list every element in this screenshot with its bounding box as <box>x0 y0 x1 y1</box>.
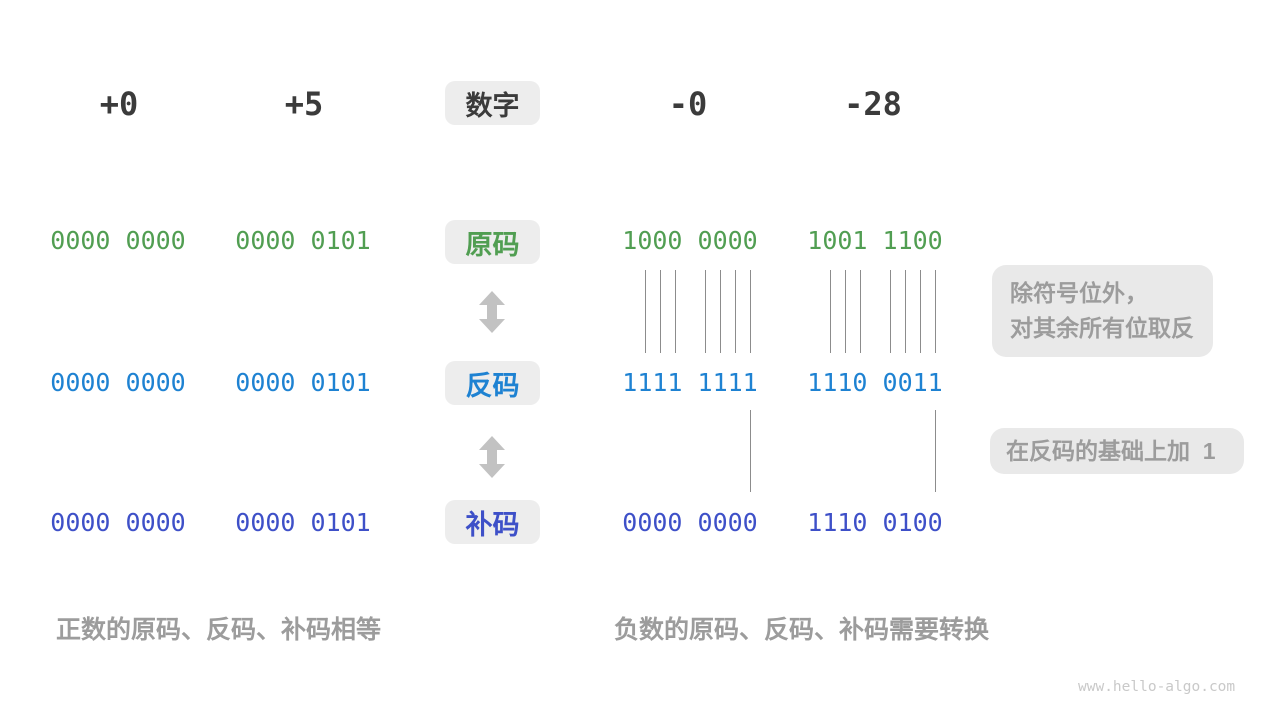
ones-complement-badge-label: 反码 <box>465 370 520 401</box>
note-line: 除符号位外， <box>1010 280 1148 306</box>
binary-value: 1000 0000 <box>622 226 758 255</box>
twos-complement-badge-label: 补码 <box>465 509 520 540</box>
binary-value: 0000 0000 <box>50 508 186 537</box>
caption-negative-numbers: 负数的原码、反码、补码需要转换 <box>614 616 990 644</box>
bit-line <box>860 270 861 353</box>
binary-value: 0000 0101 <box>235 226 371 255</box>
header-number-pos-zero: +0 <box>99 85 139 123</box>
bit-line <box>935 270 936 353</box>
binary-value: 0000 0000 <box>50 368 186 397</box>
binary-value: 0000 0000 <box>50 226 186 255</box>
bit-line <box>750 410 751 492</box>
bit-line <box>935 410 936 492</box>
caption-positive-numbers: 正数的原码、反码、补码相等 <box>56 616 382 644</box>
bit-line <box>830 270 831 353</box>
bit-line <box>920 270 921 353</box>
updown-arrow-icon <box>479 291 505 333</box>
bit-line <box>720 270 721 353</box>
bit-line <box>675 270 676 353</box>
number-badge: 数字 <box>445 81 540 125</box>
note-invert-bits: 除符号位外， 对其余所有位取反 <box>992 265 1213 357</box>
binary-value: 0000 0000 <box>622 508 758 537</box>
sign-magnitude-badge-label: 原码 <box>465 229 520 260</box>
bit-line <box>845 270 846 353</box>
bit-line <box>905 270 906 353</box>
twos-complement-badge: 补码 <box>445 500 540 544</box>
bit-line <box>645 270 646 353</box>
binary-value: 1111 1111 <box>622 368 758 397</box>
bit-line <box>660 270 661 353</box>
bit-line <box>890 270 891 353</box>
binary-value: 1110 0100 <box>807 508 943 537</box>
ones-complement-badge: 反码 <box>445 361 540 405</box>
number-badge-label: 数字 <box>465 90 520 121</box>
binary-value: 1110 0011 <box>807 368 943 397</box>
binary-value: 1001 1100 <box>807 226 943 255</box>
binary-value: 0000 0101 <box>235 508 371 537</box>
note-add-one: 在反码的基础上加 1 <box>990 428 1244 474</box>
binary-value: 0000 0101 <box>235 368 371 397</box>
header-number-neg-zero: -0 <box>668 85 708 123</box>
sign-magnitude-badge: 原码 <box>445 220 540 264</box>
watermark: www.hello-algo.com <box>1078 679 1236 695</box>
bit-line <box>750 270 751 353</box>
header-number-neg-28: -28 <box>844 85 902 123</box>
bit-line <box>735 270 736 353</box>
note-line: 对其余所有位取反 <box>1010 315 1194 341</box>
header-number-pos-five: +5 <box>284 85 324 123</box>
updown-arrow-icon <box>479 436 505 478</box>
bit-line <box>705 270 706 353</box>
